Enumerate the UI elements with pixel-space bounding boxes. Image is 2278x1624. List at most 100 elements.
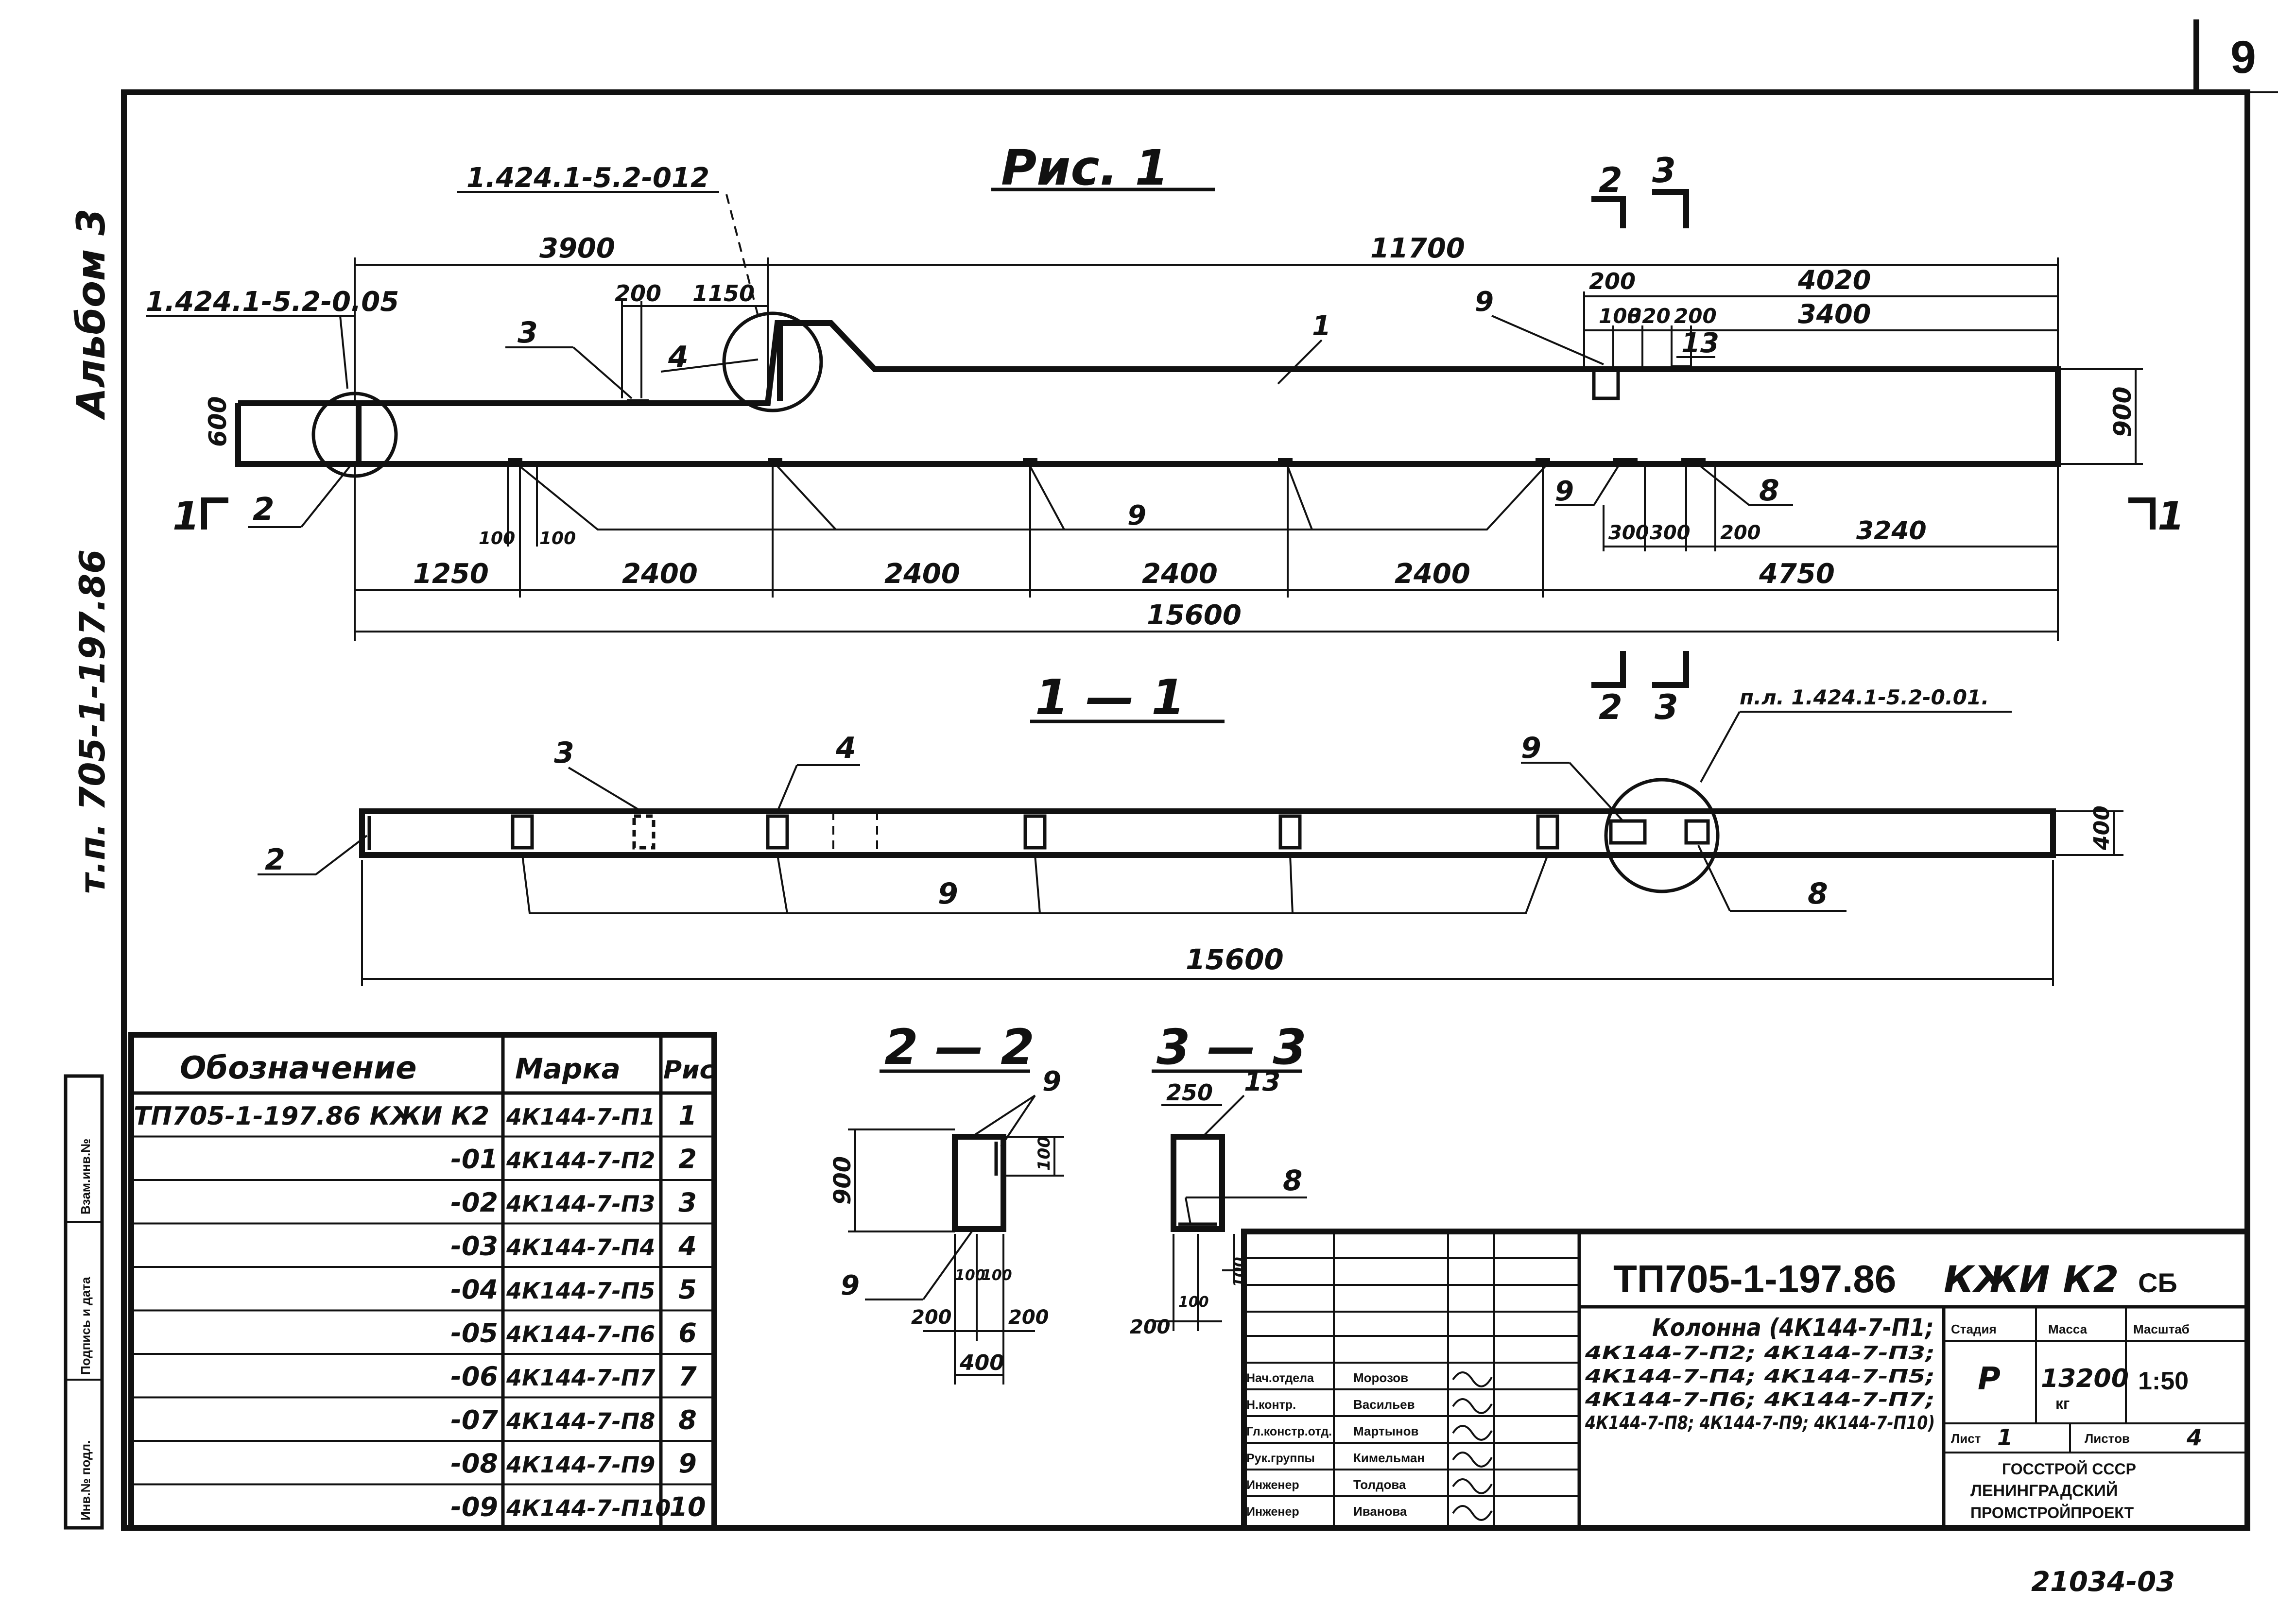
signature	[1452, 1505, 1493, 1521]
dim-200-top: 200	[615, 280, 661, 307]
spec-row-designation: ТП705-1-197.86 КЖИ К2	[134, 1102, 489, 1131]
sec11-callout-9-top: 9	[1521, 731, 1541, 765]
tb-role: Инженер	[1246, 1505, 1299, 1519]
tb-sheet-label: Лист	[1951, 1431, 1981, 1446]
spec-row-mark: 4К144-7-П5	[506, 1278, 655, 1304]
dim-100-b2: 100	[539, 529, 576, 548]
section-2-2: 2 — 2 900 100 9 9 100 100 200 200 400	[829, 1019, 1064, 1385]
dim-4020: 4020	[1797, 265, 1871, 295]
spec-row-fig: 6	[678, 1318, 697, 1349]
bottom-note: 21034-03	[2031, 1566, 2175, 1598]
tb-role: Гл.констр.отд.	[1246, 1425, 1332, 1438]
side-stamp-inv: Инв.№ подл.	[78, 1440, 93, 1521]
tb-stage: Р	[1978, 1361, 2001, 1397]
sec33-dim-250: 250	[1166, 1079, 1213, 1106]
sec22-dim-100-v: 100	[1035, 1136, 1054, 1171]
callout-2: 2	[253, 492, 275, 528]
spec-row-mark: 4К144-7-П9	[506, 1452, 655, 1478]
section-mark-2-bottom: 2	[1599, 687, 1622, 727]
signature	[1452, 1398, 1493, 1414]
side-stamp: Инв.№ подл. Подпись и дата Взам.инв.№	[64, 1074, 104, 1530]
section-ref: п.л. 1.424.1-5.2-0.01.	[1740, 685, 1989, 709]
spec-row-mark: 4К144-7-П8	[506, 1408, 655, 1435]
spec-row-designation: -08	[450, 1448, 498, 1479]
spec-row-mark: 4К144-7-П6	[506, 1321, 655, 1348]
spec-row-fig: 10	[669, 1492, 706, 1522]
section-3-3: 3 — 3 250 13 8 100 100 200	[1130, 1019, 1307, 1338]
section-mark-3-bottom: 3	[1655, 687, 1678, 727]
tb-mass-header: Масса	[2048, 1322, 2088, 1336]
dim-15600-top: 15600	[1147, 599, 1242, 631]
tb-person: Иванова	[1353, 1504, 1407, 1519]
detail-circle-section	[1604, 778, 1720, 893]
tb-role: Рук.группы	[1246, 1452, 1315, 1465]
dim-11700: 11700	[1370, 233, 1465, 264]
callout-9-top: 9	[1475, 286, 1494, 318]
tb-role: Нач.отдела	[1246, 1371, 1314, 1385]
fig1-elevation: Рис. 1 1.424.1-5.2-0.05 1.424.1-5.2-012	[146, 139, 2185, 727]
dim-3240: 3240	[1856, 516, 1927, 546]
spec-row-mark: 4К144-7-П10	[506, 1495, 671, 1521]
callout-3: 3	[518, 316, 538, 350]
sec11-callout-3: 3	[554, 736, 574, 770]
spec-row-designation: -04	[450, 1274, 498, 1305]
sec11-length: 15600	[1186, 943, 1284, 976]
side-stamp-replace: Взам.инв.№	[78, 1139, 93, 1214]
section-2-2-title: 2 — 2	[884, 1019, 1035, 1076]
spec-header-mark: Марка	[515, 1052, 621, 1085]
tb-mass-unit: кг	[2055, 1395, 2070, 1412]
spec-row-fig: 4	[678, 1231, 697, 1262]
sec22-dim-100-b: 100	[982, 1267, 1012, 1284]
spec-row-fig: 5	[678, 1274, 697, 1305]
sec33-dim-200: 200	[1130, 1316, 1171, 1338]
dim-3400: 3400	[1798, 299, 1871, 329]
fig1-title: Рис. 1	[1001, 139, 1169, 196]
section-1-1-plan: 1 — 1 п.л. 1.424.1-5.2-0.01. 3 2 4 9 9	[258, 669, 2123, 986]
sec22-dim-200-a: 200	[911, 1306, 952, 1329]
sec22-callout-9-top: 9	[1042, 1066, 1061, 1097]
tb-sheets: 4	[2186, 1424, 2202, 1451]
height-600: 600	[204, 396, 232, 447]
section-1-1-title: 1 — 1	[1035, 669, 1185, 726]
sec33-dim-100-h: 100	[1178, 1294, 1209, 1311]
tb-person: Васильев	[1353, 1397, 1415, 1412]
tb-name-line: 4К144-7-П2; 4К144-7-П3;	[1585, 1342, 1935, 1364]
section-mark-1-right: 1	[2157, 494, 2185, 539]
tb-suffix: СБ	[2138, 1267, 2177, 1298]
sec22-dim-200-b: 200	[1008, 1306, 1049, 1329]
spec-row-designation: -05	[450, 1318, 498, 1349]
dim-2400-c: 2400	[1142, 558, 1218, 590]
tb-person: Морозов	[1353, 1370, 1408, 1385]
spec-row-designation: -06	[450, 1361, 498, 1392]
spec-row-mark: 4К144-7-П3	[506, 1191, 655, 1217]
sec33-callout-13: 13	[1244, 1066, 1280, 1097]
tb-doc: КЖИ К2	[1944, 1258, 2119, 1301]
signature	[1452, 1452, 1493, 1468]
dim-100-a: 100	[479, 529, 515, 548]
dim-200-c: 200	[1720, 522, 1761, 544]
tb-name-line: Колонна (4К144-7-П1;	[1652, 1314, 1934, 1342]
callout-9-bottom: 9	[1127, 500, 1146, 531]
spec-row-designation: -02	[450, 1187, 498, 1218]
tb-person: Кимельман	[1353, 1451, 1425, 1465]
signature	[1452, 1371, 1493, 1387]
spec-row-fig: 1	[678, 1100, 697, 1131]
dim-100: 100	[1599, 304, 1641, 328]
sec22-dim-100-a: 100	[955, 1267, 985, 1284]
section-3-3-title: 3 — 3	[1156, 1019, 1307, 1076]
section-mark-2-top: 2	[1599, 160, 1622, 200]
dim-2400-d: 2400	[1395, 558, 1470, 590]
sec11-callout-2: 2	[265, 843, 285, 877]
signature	[1452, 1425, 1493, 1441]
signature	[1452, 1478, 1493, 1494]
spec-row-fig: 7	[678, 1361, 697, 1392]
spec-row-designation: -01	[450, 1144, 498, 1175]
tb-scale: 1:50	[2138, 1367, 2189, 1395]
spec-row-fig: 3	[678, 1187, 697, 1218]
dim-200-right: 200	[1589, 268, 1636, 294]
sec22-callout-9-bottom: 9	[841, 1270, 860, 1301]
callout-13: 13	[1681, 327, 1719, 359]
dim-2400-b: 2400	[884, 558, 960, 590]
spec-row-mark: 4К144-7-П2	[506, 1147, 655, 1174]
